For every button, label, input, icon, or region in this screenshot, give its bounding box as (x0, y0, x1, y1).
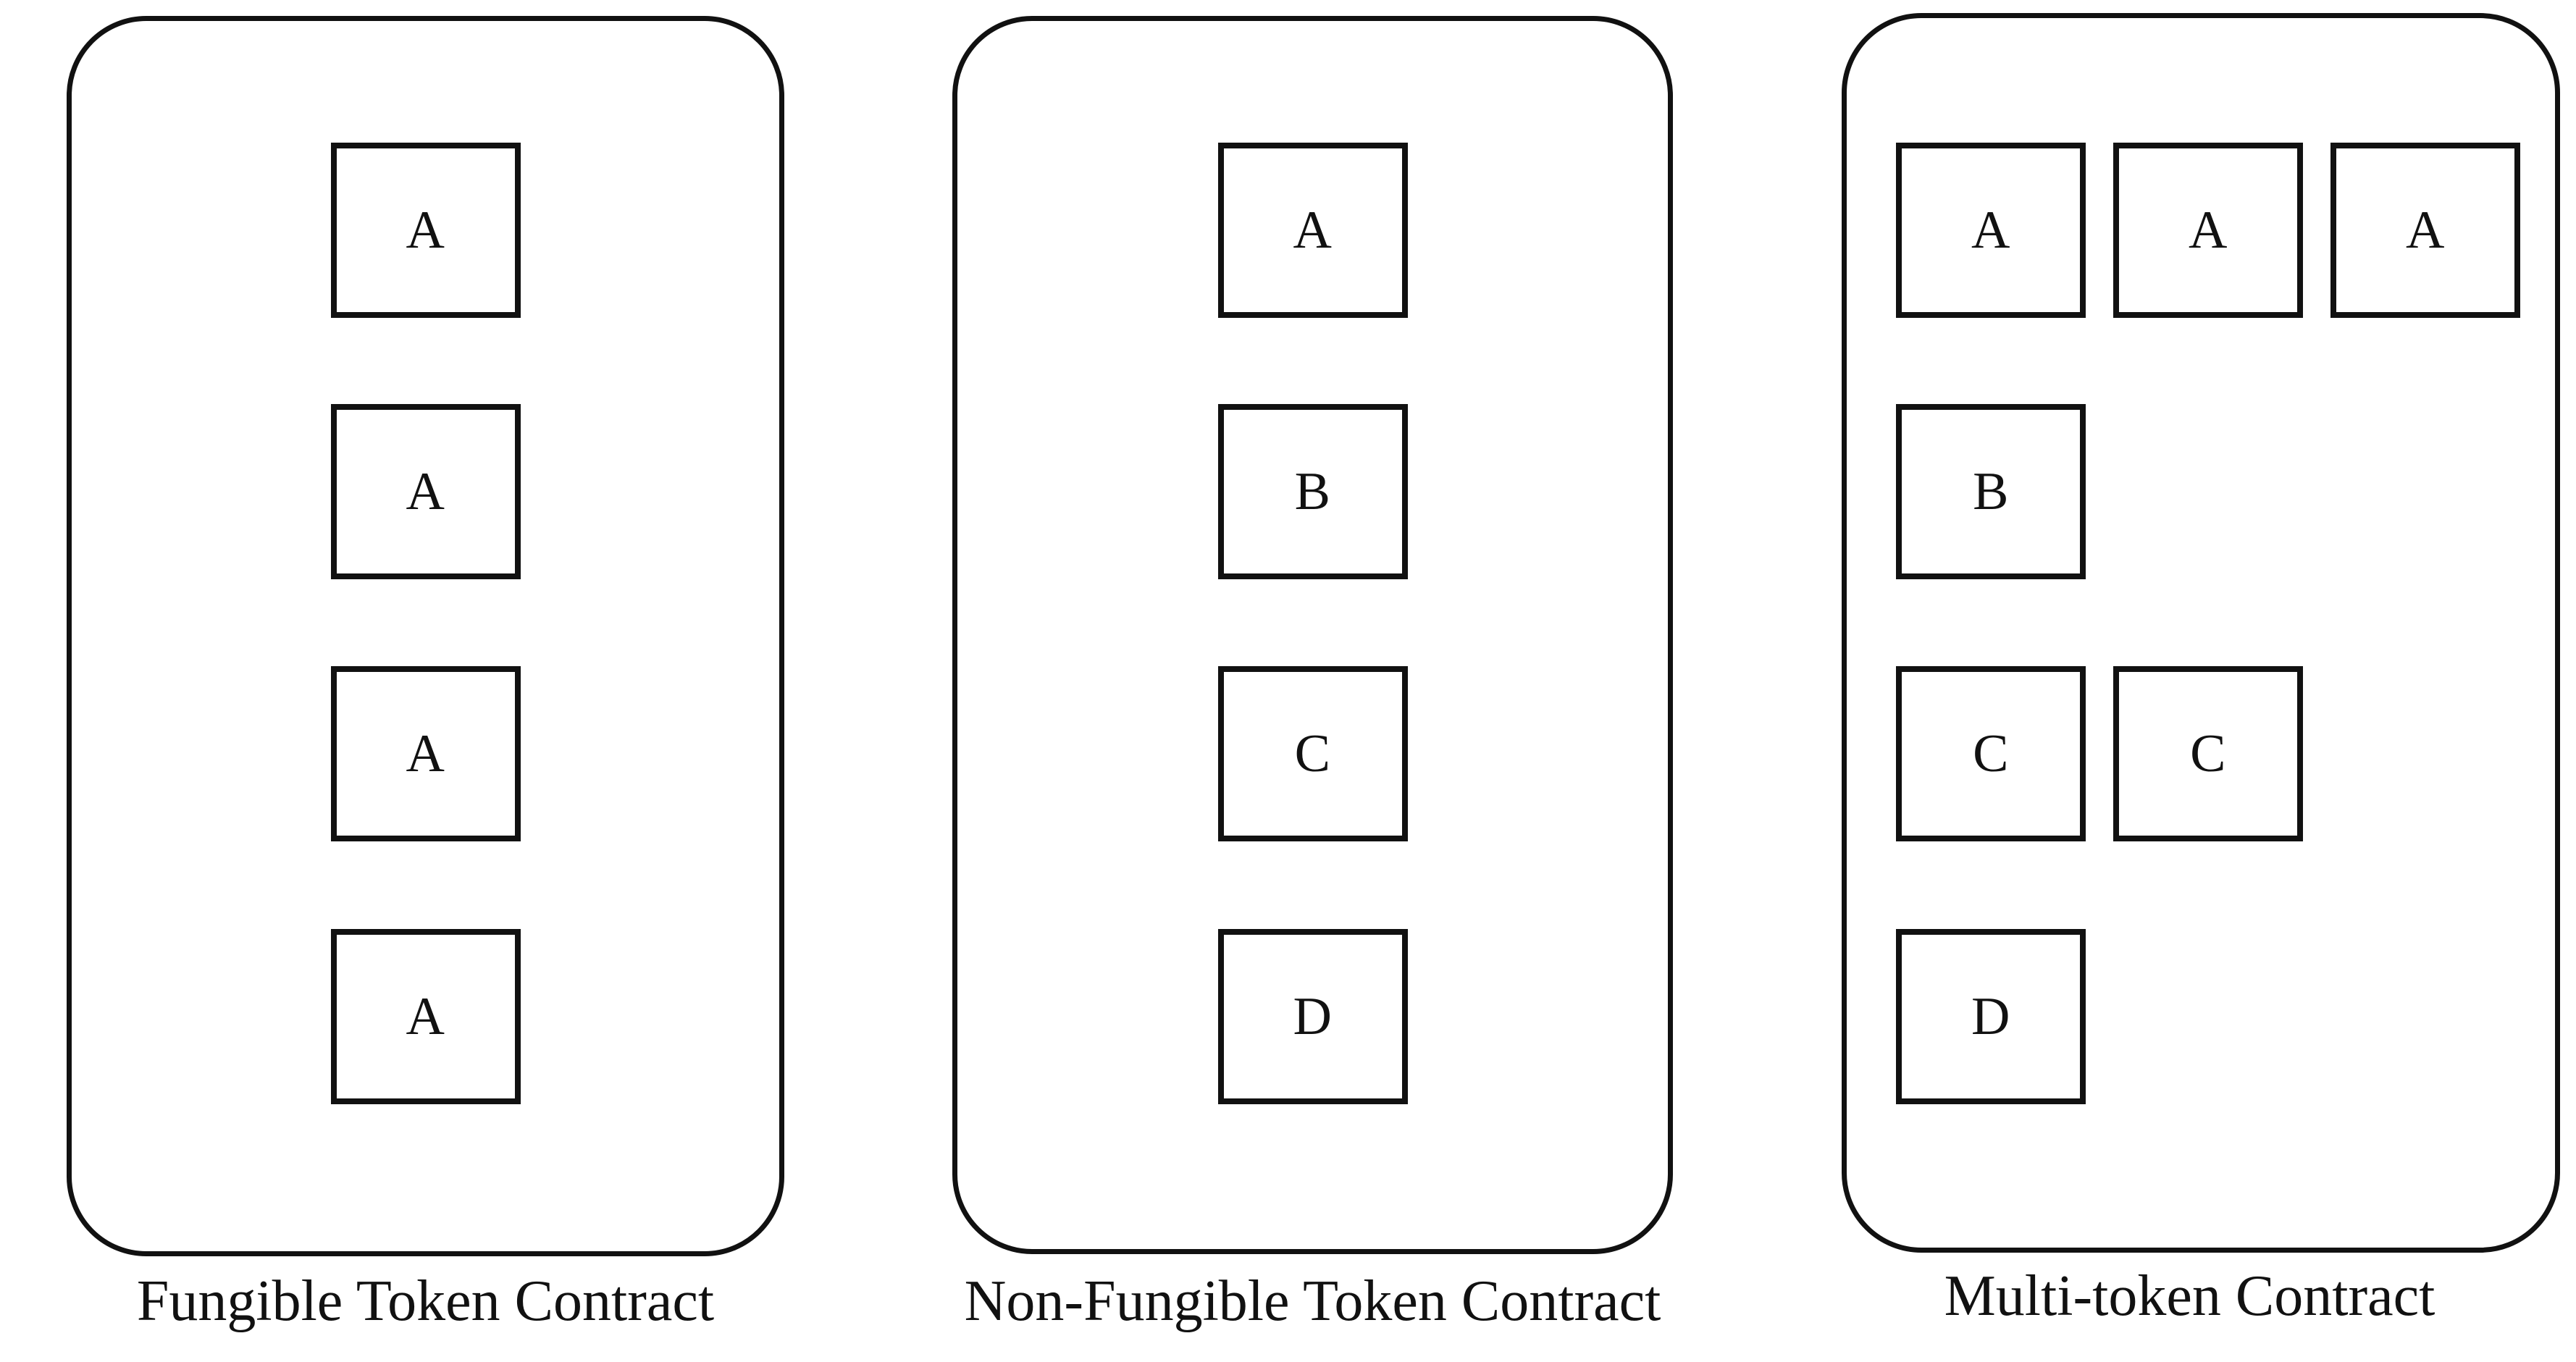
token-box: A (330, 929, 521, 1104)
token-label: B (1294, 462, 1331, 521)
token-box: A (330, 666, 521, 841)
token-box: A (1217, 143, 1408, 318)
token-label: D (1971, 987, 2010, 1046)
token-label: A (2189, 201, 2228, 260)
token-box: D (1217, 929, 1408, 1104)
token-label: C (1973, 724, 2009, 783)
token-box: C (2113, 666, 2303, 841)
panel-caption-multi-token: Multi-token Contract (1944, 1264, 2436, 1328)
token-box: A (2113, 143, 2303, 318)
token-label: A (1971, 201, 2010, 260)
token-label: A (406, 724, 445, 783)
token-label: A (1293, 201, 1333, 260)
token-label: D (1293, 987, 1333, 1046)
token-label: B (1973, 462, 2009, 521)
token-label: C (2190, 724, 2226, 783)
token-box: B (1217, 404, 1408, 579)
panel-caption-fungible: Fungible Token Contract (136, 1269, 715, 1333)
token-label: A (406, 201, 445, 260)
token-label: A (406, 462, 445, 521)
token-box: B (1896, 404, 2086, 579)
token-box: A (330, 404, 521, 579)
token-label: C (1294, 724, 1331, 783)
token-box: A (330, 143, 521, 318)
token-label: A (2406, 201, 2445, 260)
token-label: A (406, 987, 445, 1046)
panel-caption-non-fungible: Non-Fungible Token Contract (964, 1269, 1661, 1333)
token-box: C (1896, 666, 2086, 841)
token-box: A (1896, 143, 2086, 318)
token-box: C (1217, 666, 1408, 841)
token-box: A (2330, 143, 2520, 318)
token-box: D (1896, 929, 2086, 1104)
